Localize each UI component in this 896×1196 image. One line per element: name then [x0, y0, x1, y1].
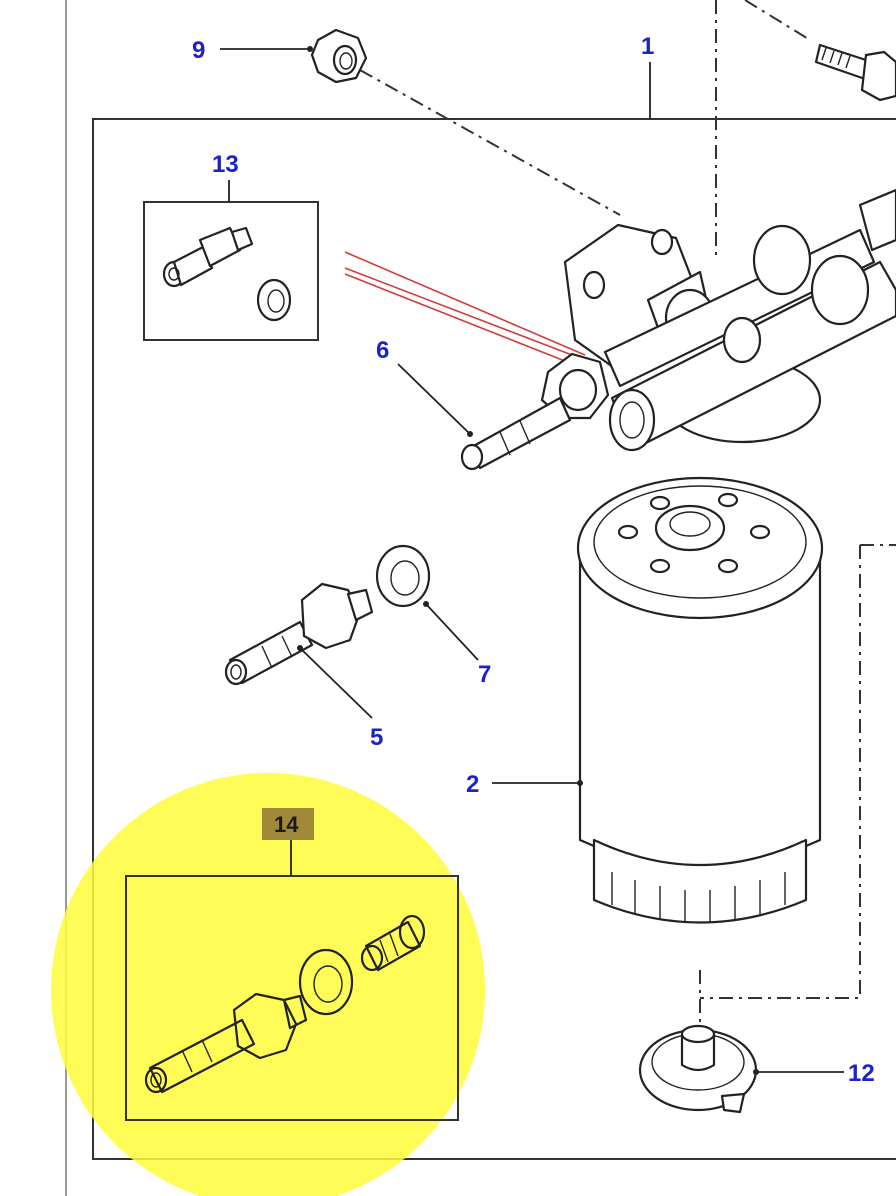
adapter-part-5 — [224, 582, 374, 686]
filter-cartridge-part-2 — [576, 476, 824, 924]
leader-5 — [299, 647, 373, 719]
drain-cap-part-12 — [638, 1024, 758, 1114]
leader-6 — [397, 363, 471, 435]
sensor-wires — [344, 251, 586, 366]
washer-part-14 — [298, 948, 354, 1016]
sensor-adapter-part-13 — [162, 226, 254, 288]
kit-box-14 — [125, 875, 459, 1121]
callout-14: 14 — [274, 812, 299, 837]
callout-13: 13 — [212, 151, 239, 178]
callout-9: 9 — [192, 37, 205, 64]
nut-part-9 — [310, 28, 368, 84]
banjo-bolt-part-14 — [360, 914, 426, 972]
kit-box-13 — [143, 201, 319, 341]
dashline-top-right — [744, 0, 811, 41]
callout-1: 1 — [641, 33, 654, 60]
callout-7: 7 — [478, 661, 491, 688]
dashline-nut-to-bracket — [359, 69, 621, 216]
washer-part-7 — [375, 544, 431, 608]
bolt-top-right — [814, 43, 896, 102]
washer-part-13 — [256, 278, 292, 322]
callout-14-badge — [262, 808, 314, 840]
callout-6: 6 — [376, 337, 389, 364]
callout-5: 5 — [370, 724, 383, 751]
adapter-part-14 — [144, 992, 308, 1094]
dashline-drain-route — [700, 545, 861, 999]
assembly-frame — [92, 118, 896, 1160]
callout-2: 2 — [466, 771, 479, 798]
leader-7 — [425, 603, 479, 661]
filter-head-assembly — [460, 188, 896, 471]
callout-12: 12 — [848, 1060, 875, 1087]
